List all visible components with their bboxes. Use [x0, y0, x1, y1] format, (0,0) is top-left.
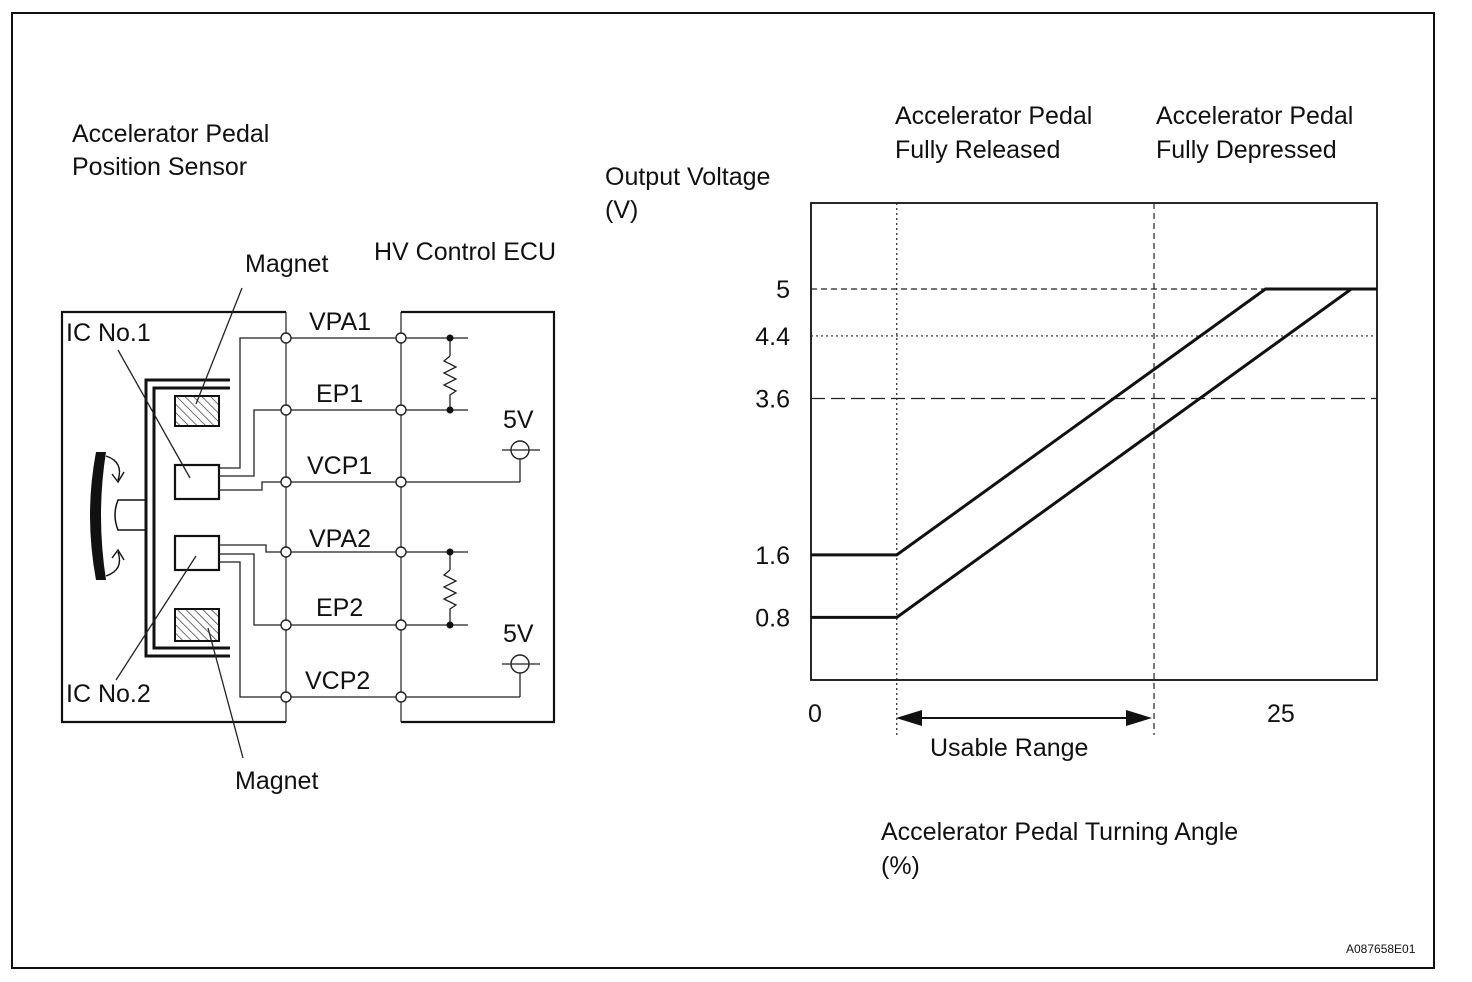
terminal-ep1: EP1: [316, 380, 363, 408]
wire-vpa2-internal: [219, 561, 286, 698]
node: [280, 404, 292, 416]
depressed-label-line2: Fully Depressed: [1156, 136, 1337, 164]
reference-lines: [811, 203, 1377, 735]
pedal-shaft: [114, 499, 146, 531]
node: [395, 619, 407, 631]
node: [395, 691, 407, 703]
y-tick-label: 3.6: [755, 385, 790, 413]
usable-range-arrowhead-right-icon: [1126, 710, 1152, 726]
ic1-leader: [117, 349, 191, 479]
ecu-housing: [401, 310, 556, 724]
resistor1: [442, 355, 458, 410]
terminal-ep2: EP2: [316, 594, 363, 622]
output-chart: Output Voltage (V) Accelerator Pedal Ful…: [605, 102, 1378, 880]
wire-ep1-internal: [219, 409, 286, 477]
wire-vcp-internal: [219, 481, 286, 491]
y-tick-label: 1.6: [755, 542, 790, 570]
sensor-label-line1: Accelerator Pedal: [72, 120, 269, 148]
x-tick-label: 25: [1267, 700, 1295, 728]
node: [395, 404, 407, 416]
pedal-disc: [90, 452, 106, 580]
node: [280, 546, 292, 558]
connector-nodes: [280, 332, 407, 703]
wire-vcp-ic2-internal: [219, 544, 286, 553]
terminal-vcp2: VCP2: [305, 667, 370, 695]
node: [395, 546, 407, 558]
chart-xlabel-line1: Accelerator Pedal Turning Angle: [881, 818, 1238, 846]
magnet-top-label: Magnet: [245, 250, 328, 278]
usable-range-label: Usable Range: [930, 734, 1088, 762]
series-line-2: [811, 287, 1377, 619]
supply-bottom-label: 5V: [503, 620, 534, 648]
wire-vpa1-internal: [219, 337, 286, 469]
sensor-label-line2: Position Sensor: [72, 153, 247, 181]
node: [395, 332, 407, 344]
resistor2-dot-bottom: [446, 621, 454, 629]
resistor2-dot-top: [446, 548, 454, 556]
sensor-housing: [60, 310, 286, 724]
plot-area: [810, 202, 1378, 681]
released-label-line2: Fully Released: [895, 136, 1060, 164]
terminal-vcp1: VCP1: [307, 452, 372, 480]
terminal-vpa2: VPA2: [309, 525, 371, 553]
rotation-arrow-bottom-icon: [105, 548, 125, 577]
node: [280, 332, 292, 344]
ic2-label: IC No.2: [66, 680, 151, 708]
series-group: [811, 287, 1377, 619]
yoke-inner: [152, 386, 230, 650]
circuit-diagram: Accelerator Pedal Position Sensor Magnet…: [60, 120, 556, 795]
rotation-arrow-top-icon: [105, 455, 125, 484]
x-tick-labels: 0 25: [808, 700, 1295, 728]
usable-range-arrowhead-left-icon: [896, 710, 922, 726]
ic1-label: IC No.1: [66, 319, 151, 347]
ic1-chip: [173, 463, 221, 501]
chart-xlabel-line2: (%): [881, 852, 920, 880]
figure-code: A087658E01: [1346, 942, 1416, 956]
figure-border: [11, 12, 1435, 969]
y-tick-labels: 5 4.4 3.6 1.6 0.8: [755, 276, 790, 632]
magnet-top: [174, 395, 220, 427]
supply-top-label: 5V: [503, 406, 534, 434]
node: [280, 476, 292, 488]
node: [280, 619, 292, 631]
terminal-vpa1: VPA1: [309, 308, 371, 336]
ic2-leader: [115, 555, 197, 681]
node: [280, 691, 292, 703]
magnet-top-leader: [195, 287, 243, 405]
y-tick-label: 0.8: [755, 604, 790, 632]
chart-ylabel-line2: (V): [605, 196, 638, 224]
yoke-outer: [144, 378, 230, 658]
node: [395, 476, 407, 488]
wire-ep2-internal: [219, 553, 286, 626]
resistor1-dot-bottom: [446, 406, 454, 414]
x-tick-label: 0: [808, 700, 822, 728]
resistor2: [442, 569, 458, 625]
magnet-bottom: [174, 608, 220, 642]
released-label-line1: Accelerator Pedal: [895, 102, 1092, 130]
y-tick-label: 4.4: [755, 323, 790, 351]
y-tick-label: 5: [776, 276, 790, 304]
series-line-1: [811, 287, 1377, 557]
magnet-bottom-label: Magnet: [235, 767, 318, 795]
resistor1-dot-top: [446, 334, 454, 342]
ecu-label: HV Control ECU: [374, 238, 556, 266]
magnet-bottom-leader: [207, 627, 244, 759]
depressed-label-line1: Accelerator Pedal: [1156, 102, 1353, 130]
ic2-chip: [173, 534, 221, 572]
chart-ylabel-line1: Output Voltage: [605, 163, 770, 191]
